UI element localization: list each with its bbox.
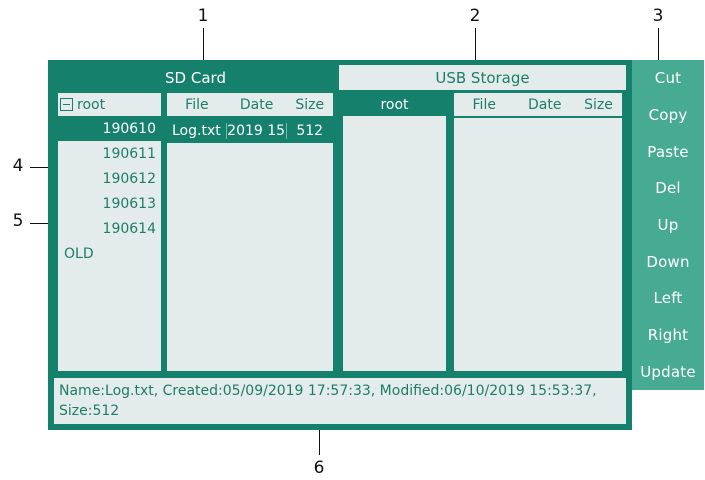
usb-storage-pane: root File Date Size [339, 93, 626, 373]
usb-tree-items [343, 116, 446, 371]
sd-card-pane: root 190610 190611 190612 190613 190614 … [54, 93, 337, 373]
callout-line-1 [203, 28, 204, 60]
cell-size: 512 [296, 122, 324, 139]
callout-label-3: 3 [652, 6, 664, 26]
cut-button[interactable]: Cut [654, 69, 682, 88]
update-button[interactable]: Update [640, 362, 696, 381]
column-header-date[interactable]: Date [239, 96, 274, 113]
tree-item[interactable]: 190611 [102, 145, 156, 162]
usb-tree-root-label: root [380, 96, 409, 113]
up-button[interactable]: Up [657, 216, 679, 235]
file-manager-screen: SD Card USB Storage root 190610 190611 1… [48, 60, 632, 430]
table-row[interactable]: Log.txt 2019 15 512 [167, 118, 333, 143]
del-button[interactable]: Del [655, 179, 681, 198]
column-header-file[interactable]: File [185, 96, 209, 113]
usb-tree-root-node[interactable]: root [343, 93, 446, 116]
callout-line-2 [475, 28, 476, 65]
usb-folder-tree[interactable]: root [343, 93, 446, 373]
tab-usb-storage[interactable]: USB Storage [339, 65, 626, 90]
cell-date: 2019 15 [227, 122, 287, 139]
minus-box-icon[interactable] [60, 98, 73, 111]
cell-file: Log.txt [167, 122, 227, 139]
callout-label-6: 6 [313, 458, 325, 478]
callout-line-3 [658, 28, 659, 60]
storage-tabs: SD Card USB Storage [48, 60, 632, 92]
right-button[interactable]: Right [647, 326, 689, 345]
paste-button[interactable]: Paste [647, 142, 689, 161]
callout-label-5: 5 [12, 211, 24, 231]
sd-file-list[interactable]: File Date Size Log.txt 2019 15 512 [167, 93, 333, 373]
tab-sd-card[interactable]: SD Card [54, 65, 337, 90]
sd-tree-root-label: root [77, 96, 106, 113]
tree-item[interactable]: 190612 [102, 170, 156, 187]
usb-file-list-body [454, 118, 622, 371]
column-header-date[interactable]: Date [527, 96, 562, 113]
copy-button[interactable]: Copy [648, 106, 688, 124]
usb-file-list[interactable]: File Date Size [454, 93, 622, 373]
left-button[interactable]: Left [653, 289, 683, 308]
action-button-bar: Cut Copy Paste Del Up Down Left Right Up… [632, 60, 704, 390]
sd-tree-items: 190610 190611 190612 190613 190614 OLD [58, 116, 161, 371]
callout-line-6 [319, 410, 320, 455]
callout-label-4: 4 [12, 156, 24, 176]
usb-file-list-header: File Date Size [454, 93, 622, 116]
sd-file-list-header: File Date Size [167, 93, 333, 116]
status-bar: Name:Log.txt, Created:05/09/2019 17:57:3… [54, 378, 626, 424]
down-button[interactable]: Down [646, 252, 690, 271]
callout-label-1: 1 [197, 6, 209, 26]
tree-item[interactable]: 190610 [58, 116, 161, 141]
column-header-size[interactable]: Size [584, 96, 613, 113]
column-header-size[interactable]: Size [295, 96, 325, 113]
sd-file-list-body: Log.txt 2019 15 512 [167, 118, 333, 371]
column-header-file[interactable]: File [472, 96, 496, 113]
sd-tree-root-node[interactable]: root [58, 93, 161, 116]
tree-item[interactable]: OLD [64, 245, 94, 262]
tree-item[interactable]: 190613 [102, 195, 156, 212]
callout-label-2: 2 [469, 6, 481, 26]
tree-item[interactable]: 190614 [102, 220, 156, 237]
sd-folder-tree[interactable]: root 190610 190611 190612 190613 190614 … [58, 93, 161, 373]
